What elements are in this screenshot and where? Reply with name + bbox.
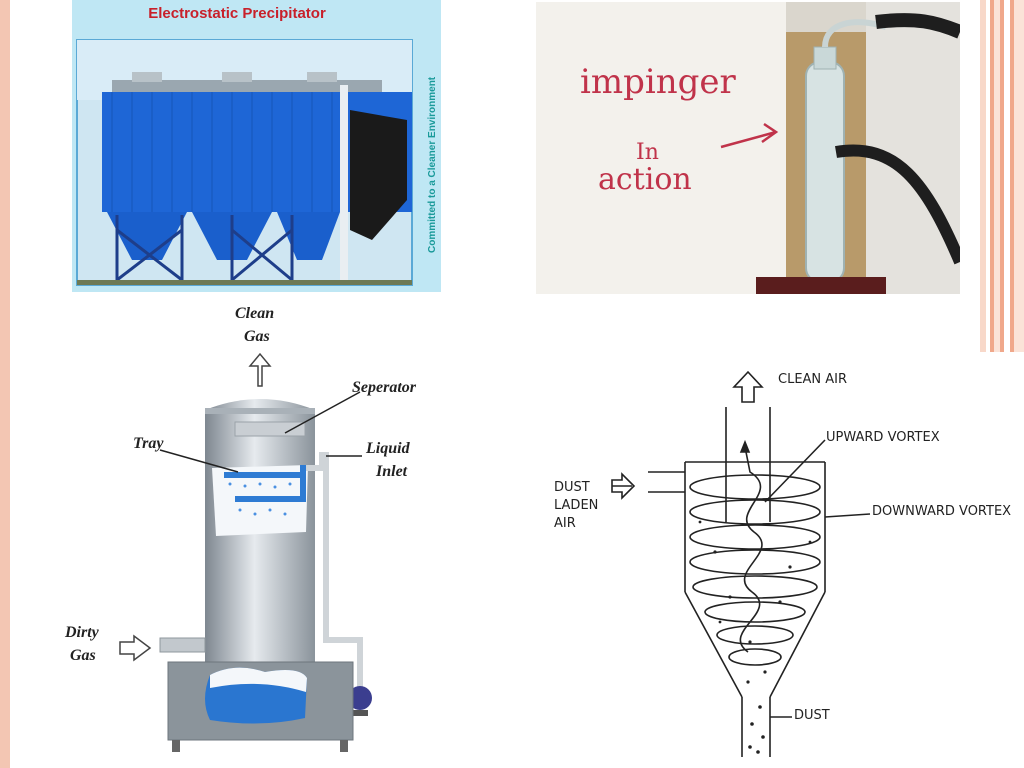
esp-illustration: [76, 39, 413, 286]
impinger-text-line1: impinger: [580, 62, 736, 102]
scrubber-label-liquid-inlet-1: Liquid: [366, 440, 410, 457]
cyclone-label-downward-vortex: DOWNWARD VORTEX: [872, 504, 1012, 519]
scrubber-label-dirty-gas-1: Dirty: [65, 624, 99, 641]
impinger-text-line2: In: [636, 140, 659, 165]
cyclone-label-dust-laden-1: DUST: [554, 480, 590, 495]
cyclone-diagram-panel: CLEAN AIR UPWARD VORTEX DOWNWARD VORTEX …: [520, 352, 1014, 768]
slide-border-right: [980, 0, 1024, 352]
scrubber-label-liquid-inlet-2: Inlet: [376, 463, 408, 480]
scrubber-diagram-panel: Clean Gas Seperator Tray Liquid Inlet Di…: [60, 300, 480, 768]
impinger-photo-panel: impinger In action: [536, 2, 960, 294]
esp-title: Electrostatic Precipitator: [148, 5, 326, 22]
slide-border-left: [0, 0, 10, 768]
impinger-illustration: [536, 2, 960, 294]
cyclone-illustration: [611, 370, 871, 757]
impinger-arrow: [720, 122, 779, 149]
cyclone-label-dust-laden-2: LADEN: [554, 498, 599, 513]
esp-slogan: Committed to a Cleaner Environment: [427, 76, 438, 254]
cyclone-label-dust: DUST: [794, 708, 830, 723]
impinger-text-line3: action: [598, 162, 692, 197]
scrubber-label-clean-gas-1: Clean: [235, 305, 275, 322]
scrubber-label-clean-gas-2: Gas: [244, 328, 270, 345]
esp-photo-panel: Electrostatic Precipitator: [72, 0, 441, 292]
scrubber-label-tray: Tray: [133, 435, 164, 452]
cyclone-label-clean-air: CLEAN AIR: [778, 372, 848, 387]
scrubber-illustration: [119, 352, 372, 752]
cyclone-label-upward-vortex: UPWARD VORTEX: [826, 430, 940, 445]
scrubber-label-dirty-gas-2: Gas: [70, 647, 96, 664]
scrubber-label-separator: Seperator: [352, 379, 416, 396]
cyclone-label-dust-laden-3: AIR: [554, 516, 576, 531]
